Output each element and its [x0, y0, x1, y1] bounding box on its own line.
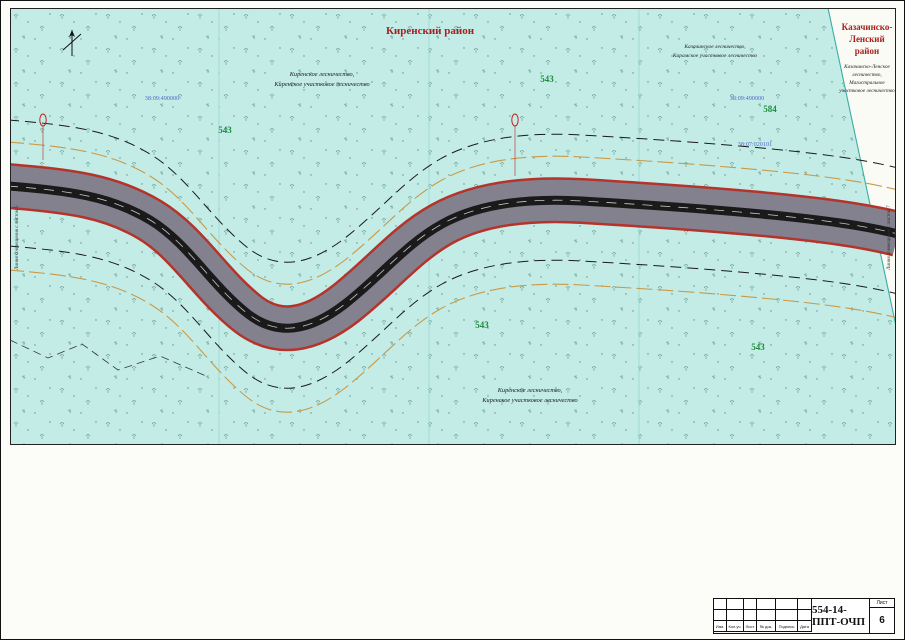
- quarter-boundary-zigzag: [10, 339, 207, 377]
- tb-col-header: Изм.: [714, 621, 727, 632]
- district-right-label-2: Ленский: [849, 34, 884, 44]
- cadastral-number: 38:07:020101: [738, 141, 772, 148]
- title-block: Изм. Кол.уч. Лист № док. Подпись Дата 55…: [713, 598, 895, 634]
- district-right-forest-3: Магистральное: [848, 80, 885, 86]
- pipe-markers: [39, 113, 519, 176]
- north-arrow-icon: [62, 30, 82, 56]
- cadastral-number: 38:09:490000: [145, 95, 179, 102]
- district-right-label-3: район: [855, 46, 879, 56]
- district-left-label: Киренский район: [386, 25, 475, 37]
- quarter-number: 543: [751, 342, 765, 352]
- quarter-number: 584: [763, 104, 777, 114]
- matchline-left-label: Линия совмещения с листом 5: [15, 205, 20, 270]
- forest-top-right-1: Казачинское лесничество,: [683, 44, 746, 50]
- tb-col-header: Подпись: [776, 621, 798, 632]
- forest-top-right-2: Карамское участковое лесничество: [672, 53, 758, 59]
- district-right-forest-1: Казачинско-Ленское: [843, 64, 890, 70]
- forest-top-left-2: Киренское участковое лесничество: [273, 81, 369, 88]
- title-block-revision-grid: Изм. Кол.уч. Лист № док. Подпись Дата: [714, 599, 812, 633]
- sheet-label: Лист: [870, 599, 894, 608]
- district-right-label-1: Казачинско-: [842, 22, 893, 32]
- document-number: 554-14-ППТ-ОЧП: [812, 599, 870, 633]
- forest-bottom-1: Киренское лесничество,: [497, 387, 563, 394]
- forest-bottom-2: Киренское участковое лесничество: [481, 397, 577, 404]
- cadastral-number: 38:09:490000: [730, 95, 764, 102]
- sheet-number: 6: [879, 615, 885, 626]
- matchline-right-label: Линия совмещения с листом 7: [887, 205, 892, 270]
- legend: Условные обозначения 38:05:120002 - номе…: [1, 451, 904, 596]
- district-right-forest-2: лесничество,: [851, 72, 882, 78]
- map-frame: [10, 8, 896, 445]
- forest-top-left-1: Киренское лесничество,: [289, 71, 355, 78]
- district-right-forest-4: участковое лесничество: [838, 88, 895, 94]
- quarter-number: 543: [475, 320, 489, 330]
- quarter-number: 543: [218, 125, 232, 135]
- tb-col-header: Лист: [744, 621, 757, 632]
- tb-col-header: Дата: [798, 621, 812, 632]
- sheet-box: Лист 6: [870, 599, 894, 633]
- tb-col-header: Кол.уч.: [727, 621, 744, 632]
- tb-col-header: № док.: [757, 621, 776, 632]
- quarter-number: 543: [540, 74, 554, 84]
- map-canvas: Киренский район Казачинско- Ленский райо…: [10, 8, 896, 445]
- district-boundary-line: [827, 8, 896, 327]
